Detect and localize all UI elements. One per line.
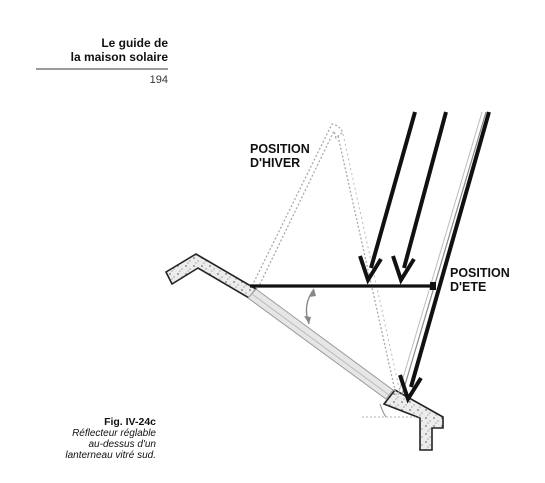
adjustment-arc-arrow-top xyxy=(309,289,316,297)
book-title: Le guide de la maison solaire xyxy=(36,36,168,64)
caption-line3: lanterneau vitré sud. xyxy=(65,450,156,461)
winter-label-line2: D'HIVER xyxy=(250,156,300,170)
sun-ray-3 xyxy=(398,111,491,404)
sun-ray-2 xyxy=(391,111,448,285)
page-number: 194 xyxy=(149,74,168,86)
book-title-line1: Le guide de xyxy=(101,36,168,50)
summer-reflector-hinge xyxy=(430,282,436,290)
left-roof-curb xyxy=(164,253,258,300)
figure-caption: Fig. IV-24c Réflecteur réglable au-dessu… xyxy=(40,416,156,461)
summer-label-line2: D'ETE xyxy=(450,280,486,294)
adjustment-arc-arrow-bottom xyxy=(304,316,311,324)
summer-label-line1: POSITION xyxy=(450,266,510,280)
book-title-line2: la maison solaire xyxy=(70,50,168,64)
winter-reflector-back-edge xyxy=(337,135,397,396)
reflector-support-shaft-inner xyxy=(397,111,483,396)
page-header: Le guide de la maison solaire 194 xyxy=(36,36,168,86)
winter-label-line1: POSITION xyxy=(250,142,310,156)
figure-number: Fig. IV-24c xyxy=(104,416,156,428)
glazing-edge xyxy=(251,293,390,396)
header-rule xyxy=(36,68,168,70)
winter-reflector-support xyxy=(342,133,401,393)
reflector-support-shaft xyxy=(401,111,487,396)
sun-ray-1 xyxy=(358,111,417,285)
angle-indicator xyxy=(379,403,387,418)
caption-line1: Réflecteur réglable xyxy=(72,428,156,439)
caption-line2: au-dessus d'un xyxy=(88,439,156,450)
figure-description: Réflecteur réglable au-dessus d'un lante… xyxy=(40,428,156,461)
winter-reflector-outline xyxy=(251,123,344,287)
right-roof-curb xyxy=(382,388,444,451)
